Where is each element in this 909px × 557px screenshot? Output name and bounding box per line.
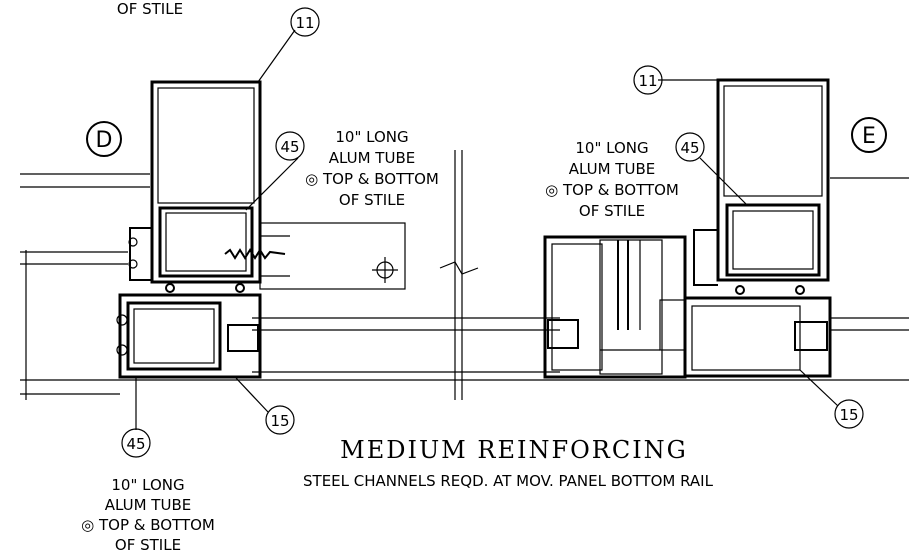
tag-11-right: 11	[633, 65, 663, 95]
note-bottom-left: 10" LONG ALUM TUBE ◎ TOP & BOTTOM OF STI…	[81, 476, 215, 554]
leader-lines	[135, 29, 839, 430]
section-label-d: D	[96, 128, 113, 153]
left-bottom-rail	[116, 293, 262, 379]
svg-text:ALUM TUBE: ALUM TUBE	[329, 149, 415, 167]
right-bottom-rail	[683, 296, 832, 378]
svg-text:OF STILE: OF STILE	[339, 191, 405, 209]
svg-text:ALUM TUBE: ALUM TUBE	[105, 496, 191, 514]
tag-11-left-label: 11	[295, 14, 314, 32]
steel-channel-assembly	[543, 235, 687, 379]
note-center: 10" LONG ALUM TUBE ◎ TOP & BOTTOM OF STI…	[305, 128, 439, 209]
svg-text:◎ TOP & BOTTOM: ◎ TOP & BOTTOM	[81, 516, 215, 534]
note-right: 10" LONG ALUM TUBE ◎ TOP & BOTTOM OF STI…	[545, 139, 679, 220]
svg-text:10" LONG: 10" LONG	[111, 476, 184, 494]
tag-15-right-label: 15	[839, 406, 858, 424]
tag-45-center: 45	[275, 131, 305, 161]
tag-15-left-label: 15	[270, 412, 289, 430]
svg-text:10" LONG: 10" LONG	[335, 128, 408, 146]
tag-45-right-label: 45	[680, 139, 699, 157]
section-marker-e: E	[851, 117, 887, 153]
tag-15-right: 15	[834, 399, 864, 429]
tag-45-bottom-label: 45	[126, 435, 145, 453]
tag-45-right: 45	[675, 132, 705, 162]
tag-11-right-label: 11	[638, 72, 657, 90]
wall-lines	[20, 150, 909, 400]
right-stile-profile	[693, 78, 830, 295]
tag-15-left: 15	[265, 405, 295, 435]
drawing-title: MEDIUM REINFORCING	[340, 436, 688, 464]
tag-45-center-label: 45	[280, 138, 299, 156]
section-label-e: E	[862, 124, 876, 149]
svg-text:◎ TOP & BOTTOM: ◎ TOP & BOTTOM	[305, 170, 439, 188]
svg-text:OF STILE: OF STILE	[579, 202, 645, 220]
note-top-left-fragment: OF STILE	[117, 0, 183, 18]
tag-45-bottom: 45	[121, 428, 151, 458]
svg-text:ALUM TUBE: ALUM TUBE	[569, 160, 655, 178]
svg-text:◎ TOP & BOTTOM: ◎ TOP & BOTTOM	[545, 181, 679, 199]
section-marker-d: D	[86, 121, 122, 157]
left-stile-profile	[128, 80, 262, 293]
drawing-subtitle: STEEL CHANNELS REQD. AT MOV. PANEL BOTTO…	[303, 472, 714, 490]
tag-11-left: 11	[290, 7, 320, 37]
svg-text:10" LONG: 10" LONG	[575, 139, 648, 157]
left-tube-plate	[224, 222, 406, 290]
svg-text:OF STILE: OF STILE	[115, 536, 181, 554]
